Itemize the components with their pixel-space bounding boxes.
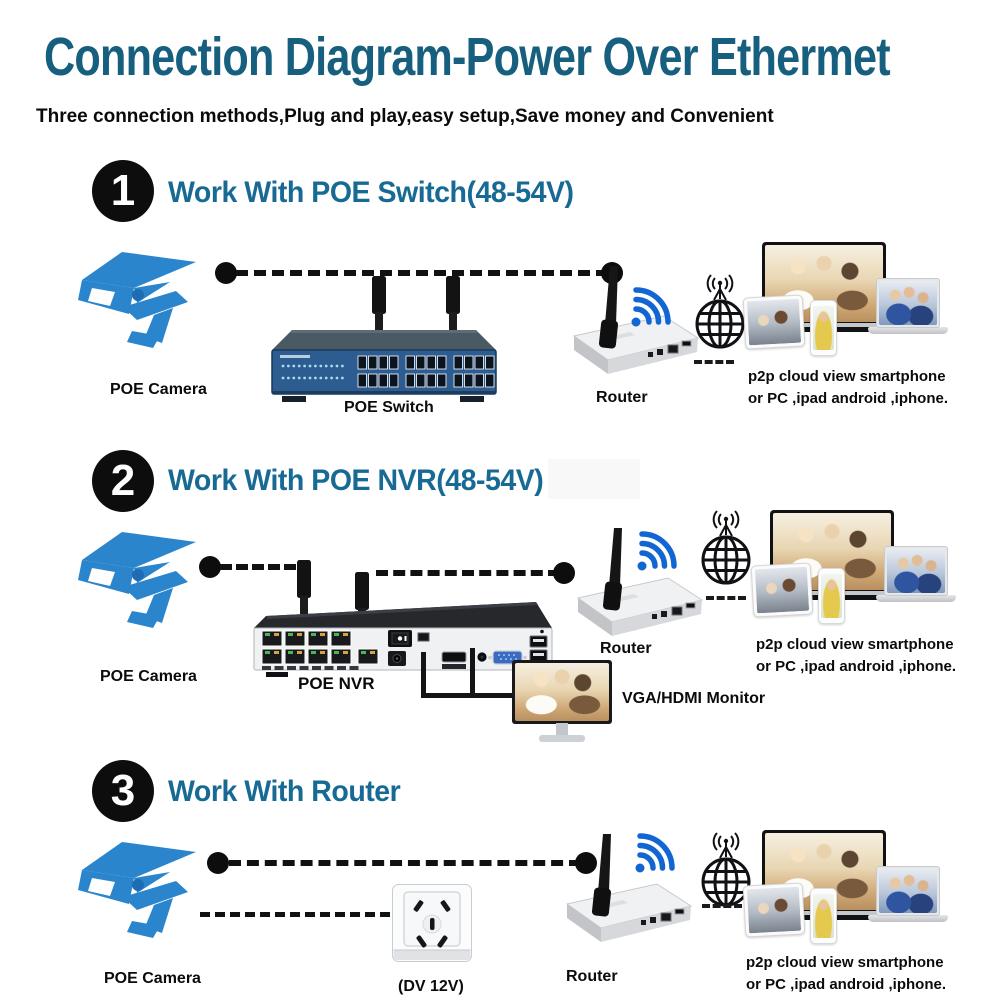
laptop-device <box>876 866 940 916</box>
router-label: Router <box>600 640 652 657</box>
vga-hdmi-monitor-icon <box>512 660 612 748</box>
person-photo <box>813 306 834 350</box>
couch-photo <box>746 886 802 934</box>
section-1-heading: Work With POE Switch(48-54V) <box>168 176 574 209</box>
internet-globe-icon <box>694 272 746 355</box>
monitor-label: VGA/HDMI Monitor <box>622 690 766 707</box>
group-photo <box>879 281 937 325</box>
couch-photo <box>754 566 810 614</box>
connection-node-dot <box>215 262 237 284</box>
section-number: 3 <box>110 766 136 815</box>
poe-switch-illustration <box>266 322 502 411</box>
hdmi-cable-line <box>421 652 426 698</box>
poe-switch-label: POE Switch <box>344 399 434 416</box>
client-devices-collage <box>742 830 948 948</box>
wifi-signal-icon <box>626 276 682 337</box>
socket-label: (DV 12V) <box>398 978 464 995</box>
watermark-remnant <box>548 459 640 499</box>
section-3-number-badge: 3 <box>92 760 154 822</box>
ethernet-dashed-line <box>236 270 608 276</box>
laptop-base <box>876 595 956 602</box>
page-subtitle: Three connection methods,Plug and play,e… <box>36 106 774 127</box>
connection-node-dot <box>207 852 229 874</box>
section-number: 1 <box>110 166 136 215</box>
ethernet-dashed-line <box>220 564 296 570</box>
ethernet-dashed-line <box>229 860 581 866</box>
wifi-signal-icon <box>630 822 686 883</box>
p2p-caption-line1: p2p cloud view smartphone <box>756 636 954 653</box>
person-photo <box>821 574 842 618</box>
laptop-device <box>876 278 940 328</box>
poe-nvr-illustration <box>250 596 556 683</box>
short-dashed-link <box>694 360 734 364</box>
short-dashed-link <box>702 904 742 908</box>
short-dashed-link <box>706 596 746 600</box>
section-number: 2 <box>110 456 136 505</box>
tablet-device <box>750 562 814 618</box>
power-dashed-line <box>200 912 390 917</box>
section-2-number-badge: 2 <box>92 450 154 512</box>
laptop-base <box>868 327 948 334</box>
section-1-number-badge: 1 <box>92 160 154 222</box>
poe-camera-icon <box>76 832 204 943</box>
monitor-cable-line <box>421 693 513 698</box>
monitor-screen <box>512 660 612 724</box>
poe-camera-label: POE Camera <box>104 970 201 987</box>
connection-node-dot <box>199 556 221 578</box>
section-3-heading: Work With Router <box>168 775 401 808</box>
monitor-neck <box>556 723 568 735</box>
person-photo <box>813 894 834 938</box>
poe-camera-icon <box>76 242 204 353</box>
router-illustration <box>556 524 706 649</box>
poe-camera-icon <box>76 522 204 633</box>
poe-camera-label: POE Camera <box>110 381 207 398</box>
ethernet-dashed-line <box>376 570 560 576</box>
vga-cable-line <box>470 648 475 698</box>
power-socket-icon <box>392 884 472 975</box>
router-illustration <box>552 262 702 387</box>
poe-nvr-label: POE NVR <box>298 674 375 693</box>
group-photo <box>879 869 937 913</box>
router-label: Router <box>596 389 648 406</box>
p2p-caption-line2: or PC ,ipad android ,iphone. <box>756 658 957 675</box>
laptop-device <box>884 546 948 596</box>
smartphone-device <box>810 888 837 944</box>
wifi-signal-icon <box>632 520 688 581</box>
couch-photo <box>746 298 802 346</box>
group-photo <box>887 549 945 593</box>
connection-node-dot <box>553 562 575 584</box>
tablet-device <box>742 294 806 350</box>
monitor-base <box>539 735 585 742</box>
poe-camera-label: POE Camera <box>100 668 197 685</box>
p2p-caption: p2p cloud view smartphone or PC ,ipad an… <box>746 952 946 996</box>
client-devices-collage <box>750 510 956 628</box>
router-label: Router <box>566 968 618 985</box>
p2p-caption: p2p cloud view smartphone or PC ,ipad an… <box>748 366 948 410</box>
tablet-device <box>742 882 806 938</box>
smartphone-device <box>810 300 837 356</box>
laptop-base <box>868 915 948 922</box>
p2p-caption: p2p cloud view smartphone or PC ,ipad an… <box>756 634 956 678</box>
p2p-caption-line2: or PC ,ipad android ,iphone. <box>746 976 947 993</box>
p2p-caption-line1: p2p cloud view smartphone <box>746 954 944 971</box>
family-photo <box>515 663 609 721</box>
p2p-caption-line1: p2p cloud view smartphone <box>748 368 946 385</box>
connection-node-dot <box>575 852 597 874</box>
p2p-caption-line2: or PC ,ipad android ,iphone. <box>748 390 949 407</box>
router-illustration <box>545 830 695 955</box>
smartphone-device <box>818 568 845 624</box>
client-devices-collage <box>742 242 948 360</box>
internet-globe-icon <box>700 508 752 591</box>
section-2-heading: Work With POE NVR(48-54V) <box>168 464 544 497</box>
page-title: Connection Diagram-Power Over Ethermet <box>44 27 891 87</box>
